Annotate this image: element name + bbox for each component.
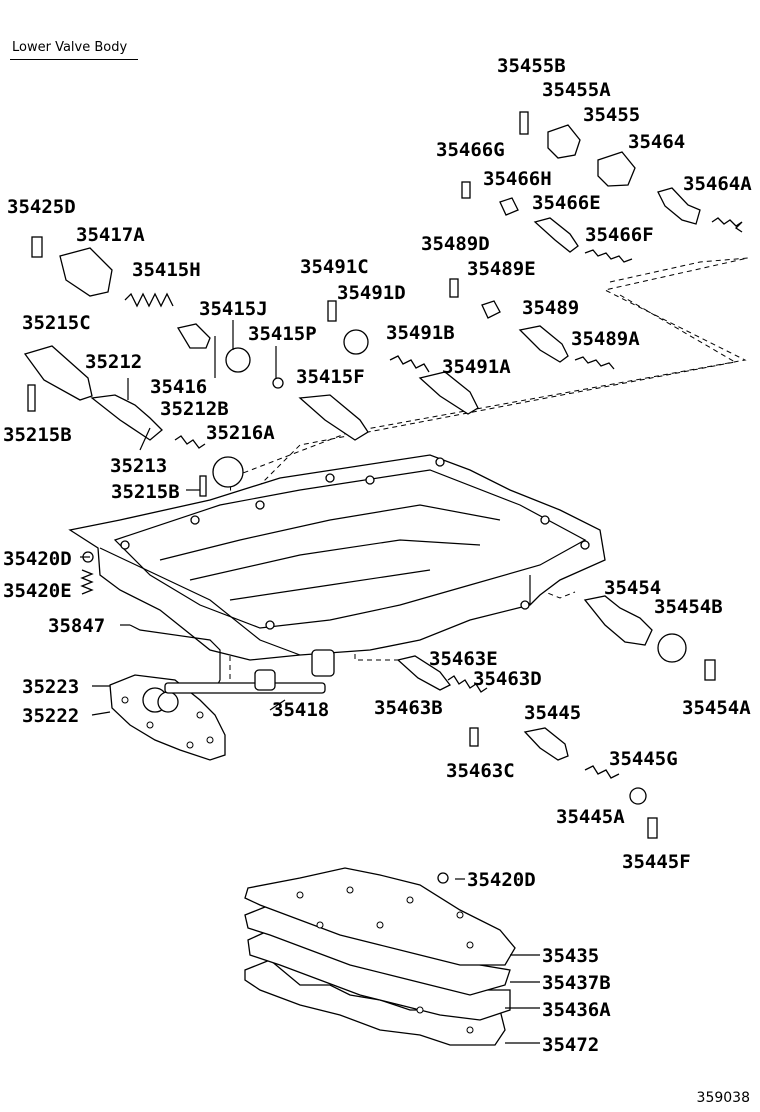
part-label: 35455 (583, 104, 641, 126)
part-label: 35466H (483, 168, 552, 190)
part-label: 35215C (22, 312, 91, 334)
part-label: 35455B (497, 55, 566, 77)
part-label: 35436A (542, 999, 611, 1021)
part-label: 35489E (467, 258, 536, 280)
part-label: 35215B (3, 424, 72, 446)
part-label: 35491D (337, 282, 406, 304)
lower-valve-body (68, 454, 606, 661)
part-label: 35454 (604, 577, 662, 599)
part-label: 35463C (446, 760, 515, 782)
valve-shaft-35418 (164, 649, 335, 694)
part-label: 35463B (374, 697, 443, 719)
part-label: 35491C (300, 256, 369, 278)
part-label: 35418 (272, 699, 330, 721)
part-label: 35212B (160, 398, 229, 420)
part-label: 35454B (654, 596, 723, 618)
diagram-title: Lower Valve Body (12, 40, 128, 55)
part-label: 35445G (609, 748, 678, 770)
part-label: 35213 (110, 455, 168, 477)
part-label: 35415J (199, 298, 268, 320)
tube-35847 (129, 624, 221, 691)
part-label: 35489 (522, 297, 580, 319)
part-label: 35466F (585, 224, 654, 246)
plate-stack (244, 867, 516, 1046)
part-label: 35420D (467, 869, 536, 891)
title-underline (10, 59, 138, 60)
part-label: 35847 (48, 615, 106, 637)
part-label: 35489A (571, 328, 640, 350)
part-label: 35420E (3, 580, 72, 602)
part-label: 35416 (150, 376, 208, 398)
part-label: 35489D (421, 233, 490, 255)
part-label: 35463E (429, 648, 498, 670)
part-label: 35472 (542, 1034, 600, 1056)
part-label: 35420D (3, 548, 72, 570)
part-label: 35445A (556, 806, 625, 828)
separator-plate-left (109, 674, 226, 761)
part-label: 35466E (532, 192, 601, 214)
part-label: 35454A (682, 697, 751, 719)
parts-middle (23, 236, 615, 595)
part-label: 35466G (436, 139, 505, 161)
part-label: 35445 (524, 702, 582, 724)
part-label: 35212 (85, 351, 143, 373)
part-label: 35415H (132, 259, 201, 281)
part-label: 35215B (111, 481, 180, 503)
part-label: 35222 (22, 705, 80, 727)
part-label: 35216A (206, 422, 275, 444)
part-label: 35417A (76, 224, 145, 246)
part-label: 35415F (296, 366, 365, 388)
part-label: 35455A (542, 79, 611, 101)
leader-lines (80, 320, 540, 1044)
parts-right-lower (396, 595, 716, 884)
part-label: 35464A (683, 173, 752, 195)
diagram-reference-code: 359038 (696, 1090, 750, 1106)
part-label: 35415P (248, 323, 317, 345)
part-label: 35463D (473, 668, 542, 690)
part-label: 35437B (542, 972, 611, 994)
part-label: 35223 (22, 676, 80, 698)
part-label: 35464 (628, 131, 686, 153)
part-label: 35435 (542, 945, 600, 967)
part-label: 35491B (386, 322, 455, 344)
part-label: 35445F (622, 851, 691, 873)
parts-top-right (461, 111, 743, 263)
part-label: 35425D (7, 196, 76, 218)
part-label: 35491A (442, 356, 511, 378)
